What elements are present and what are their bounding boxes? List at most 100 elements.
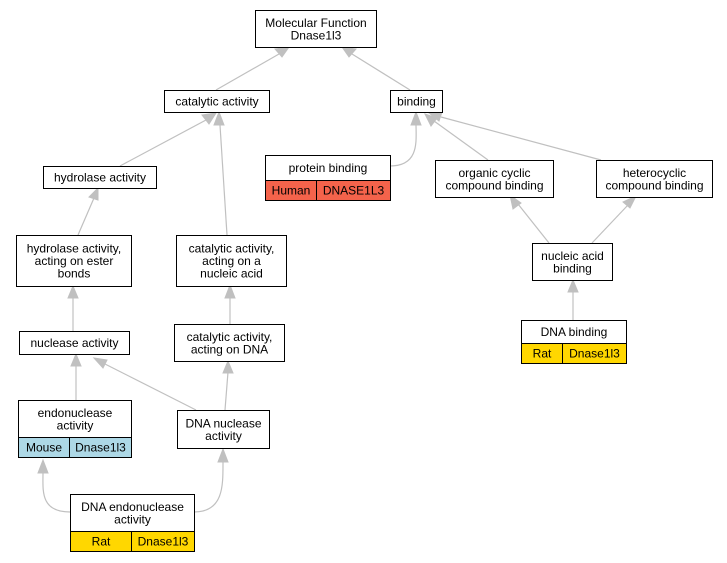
edge-protein-binding-to-binding <box>389 110 422 167</box>
gene-annotation-row: Mouse Dnase1l3 <box>18 437 132 458</box>
term-label-line: hydrolase activity, <box>27 242 121 256</box>
arrow-head <box>67 284 79 299</box>
gene-label: Dnase1l3 <box>569 347 620 361</box>
term-box <box>174 324 285 362</box>
gene-cell <box>69 437 132 458</box>
term-box <box>532 243 613 281</box>
arrow-head <box>567 278 579 293</box>
arrow-head <box>224 283 236 299</box>
term-label-line: nucleic acid <box>541 249 604 263</box>
edge-cat-dna-to-cat-nucleic <box>224 283 236 324</box>
arrow-head <box>213 110 225 126</box>
arrow-head <box>222 359 234 374</box>
edge-hydrolase-ester-to-hydrolase <box>77 186 99 236</box>
term-box <box>596 160 713 198</box>
species-label: Rat <box>533 347 552 361</box>
term-label-line: Molecular Function <box>265 16 366 30</box>
term-label-line: nucleic acid <box>200 267 263 281</box>
term-box <box>164 90 270 113</box>
go-term-cat-dna[interactable]: catalytic activity,acting on DNA <box>174 324 285 362</box>
gene-annotation-row: Rat Dnase1l3 <box>521 343 627 364</box>
term-label-line: bonds <box>58 267 91 281</box>
term-box <box>16 235 132 287</box>
term-box <box>177 410 270 449</box>
term-label-line: compound binding <box>445 178 543 192</box>
edge-endonuclease-to-nuclease <box>70 352 82 400</box>
edge-catalytic-to-mf <box>215 46 291 91</box>
term-label-line: hydrolase activity <box>54 171 146 185</box>
term-label-line: activity <box>57 418 94 432</box>
arrow-head <box>70 352 82 367</box>
term-box <box>19 331 130 355</box>
term-label-line: catalytic activity <box>175 95 258 109</box>
arrow-head <box>217 447 229 463</box>
term-label-line: endonuclease <box>38 406 113 420</box>
term-label-line: acting on ester <box>35 254 114 268</box>
species-label: Rat <box>92 535 111 549</box>
go-term-binding[interactable]: binding <box>390 90 443 113</box>
term-label-line: activity <box>114 512 151 526</box>
gene-label: Dnase1l3 <box>138 535 189 549</box>
term-label-line: catalytic activity, <box>189 242 275 256</box>
gene-label: Dnase1l3 <box>75 441 126 455</box>
edge-dna-nuclease-to-cat-dna <box>222 359 234 411</box>
term-label-line: acting on DNA <box>191 342 268 356</box>
edge-layer <box>37 46 638 513</box>
edge-dna-endonuclease-to-dna-nuclease <box>193 447 229 513</box>
edge-binding-to-mf <box>340 46 411 91</box>
edge-hydrolase-to-catalytic <box>119 112 218 167</box>
term-box <box>265 155 391 181</box>
term-label-line: binding <box>397 95 436 109</box>
edge-nucleic-binding-to-heterocyclic <box>591 194 638 244</box>
gene-annotation-row: Human DNASE1L3 <box>265 180 391 201</box>
edge-dna-nuclease-to-nuclease <box>92 357 197 411</box>
arrow-head <box>88 186 99 201</box>
arrow-head <box>92 357 108 369</box>
edge-dna-endonuclease-to-endonuclease <box>37 458 71 513</box>
gene-annotation-row: Rat Dnase1l3 <box>70 531 195 552</box>
gene-cell <box>562 343 627 364</box>
arrow-head <box>509 193 522 210</box>
arrow-head <box>410 110 422 126</box>
term-label-line: DNA binding <box>541 325 608 339</box>
gene-cell <box>131 531 195 552</box>
go-term-nuclease[interactable]: nuclease activity <box>19 331 130 355</box>
species-label: Human <box>272 184 311 198</box>
term-box <box>255 10 377 48</box>
edge-dna-binding-to-nucleic-binding <box>567 278 579 320</box>
term-box <box>435 160 554 198</box>
term-box <box>390 90 443 113</box>
go-term-hydrolase[interactable]: hydrolase activity <box>43 166 157 189</box>
term-label-line: Dnase1l3 <box>291 28 342 42</box>
term-label-line: organic cyclic <box>458 166 530 180</box>
arrow-head <box>622 194 638 209</box>
go-term-catalytic[interactable]: catalytic activity <box>164 90 270 113</box>
species-label: Mouse <box>26 441 62 455</box>
arrow-head <box>37 458 49 474</box>
term-box <box>18 400 132 438</box>
term-label-line: activity <box>205 429 242 443</box>
term-box <box>176 235 287 287</box>
gene-label: DNASE1L3 <box>323 184 385 198</box>
term-label-line: DNA endonuclease <box>81 500 184 514</box>
term-box <box>70 494 195 532</box>
term-label-line: binding <box>553 261 592 275</box>
arrow-head <box>201 112 218 125</box>
term-label-line: acting on a <box>202 254 261 268</box>
term-label-line: compound binding <box>605 178 703 192</box>
term-box <box>43 166 157 189</box>
term-label-line: heterocyclic <box>623 166 686 180</box>
